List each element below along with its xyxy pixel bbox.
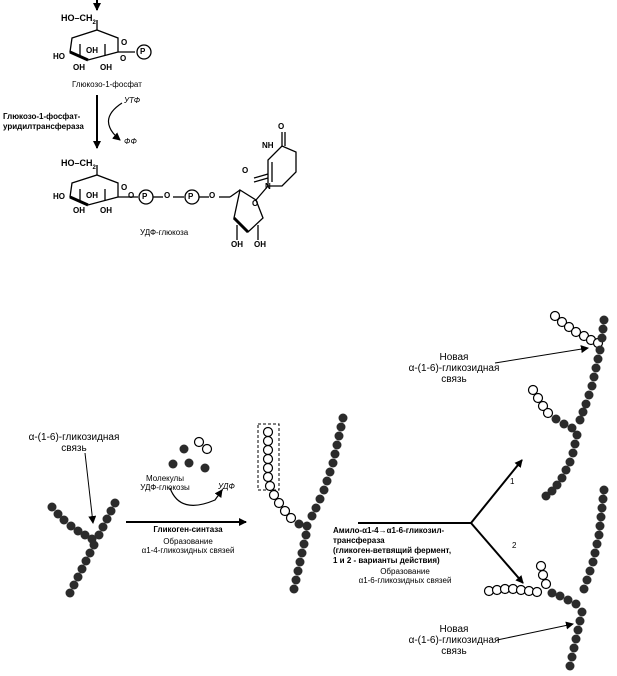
glucose-1-phosphate-structure bbox=[69, 20, 152, 62]
caption-glucose-1-phosphate: Глюкозо-1-фосфат bbox=[72, 80, 142, 89]
udp-label: УДФ bbox=[218, 482, 235, 491]
uracil-n-label: N bbox=[265, 182, 271, 191]
ring-o-label-1: O bbox=[121, 38, 128, 47]
new-bond-pointer-2 bbox=[496, 621, 574, 641]
enzyme-name-line2: уридилтрансфераза bbox=[3, 122, 84, 131]
udp-glucose-molecules-label: Молекулы УДФ-глюкозы bbox=[140, 474, 190, 492]
uracil-o-top: O bbox=[278, 122, 285, 131]
o-link-label-3: O bbox=[164, 191, 171, 200]
oh-label-2c: OH bbox=[100, 206, 112, 215]
uracil-nh-label: NH bbox=[262, 141, 274, 150]
oh-label-ribose-a: OH bbox=[231, 240, 243, 249]
glycogen-synthase-desc: Образование α1-4-гликозидных связей bbox=[141, 537, 235, 555]
new-alpha16-bond-label-1: Новая α-(1-6)-гликозидная связь bbox=[408, 352, 500, 385]
ring-o-label-2: O bbox=[121, 183, 128, 192]
ho-ch2-label-1: HO–CH2 bbox=[61, 13, 96, 26]
branching-arrow-path2 bbox=[470, 522, 524, 584]
udp-glucose-structure bbox=[69, 132, 297, 240]
phosphate-label-2b: P bbox=[188, 192, 194, 201]
o-link-label-2: O bbox=[128, 191, 135, 200]
caption-udp-glucose: УДФ-глюкоза bbox=[140, 228, 189, 237]
new-alpha16-bond-label-2: Новая α-(1-6)-гликозидная связь bbox=[408, 624, 500, 657]
alpha16-pointer-left bbox=[84, 452, 97, 524]
utp-ff-arrow bbox=[107, 102, 123, 141]
oh-label-1b: OH bbox=[73, 63, 85, 72]
branched-glycogen-variant-1 bbox=[527, 310, 609, 501]
oh-label-1c: OH bbox=[100, 63, 112, 72]
ho-label-2: HO bbox=[53, 192, 65, 201]
phosphate-label-2a: P bbox=[142, 192, 148, 201]
o-link-label-4: O bbox=[209, 191, 216, 200]
oh-label-ribose-b: OH bbox=[254, 240, 266, 249]
ho-label-1: HO bbox=[53, 52, 65, 61]
ho-ch2-label-2: HO–CH2 bbox=[61, 158, 96, 171]
branched-glycogen-variant-2 bbox=[483, 485, 609, 671]
branching-arrow-path1 bbox=[470, 459, 523, 524]
o-link-label-1: O bbox=[120, 54, 127, 63]
branching-enzyme-label: Амило-α1-4→α1-6-гликозил- трансфераза (г… bbox=[333, 526, 452, 565]
udp-glucose-molecules bbox=[168, 436, 213, 473]
ribose-o-label: O bbox=[252, 199, 259, 208]
ff-label: ФФ bbox=[124, 137, 137, 146]
glycogen-synthase-label: Гликоген-синтаза bbox=[153, 525, 223, 534]
oh-label-2b: OH bbox=[73, 206, 85, 215]
path-1-label: 1 bbox=[510, 477, 515, 486]
path-2-label: 2 bbox=[512, 541, 517, 550]
elongated-glycogen-chain bbox=[257, 413, 348, 594]
enzyme-name-line1: Глюкозо-1-фосфат- bbox=[3, 112, 81, 121]
new-bond-pointer-1 bbox=[494, 345, 589, 364]
primer-glycogen-chain bbox=[47, 498, 120, 598]
alpha16-label-left: α-(1-6)-гликозидная связь bbox=[28, 432, 120, 454]
oh-label-1a: OH bbox=[86, 46, 98, 55]
udp-release-arrow bbox=[169, 487, 223, 506]
uracil-o-left: O bbox=[242, 166, 249, 175]
phosphate-label-1: P bbox=[140, 47, 146, 56]
oh-label-2a: OH bbox=[86, 191, 98, 200]
branching-enzyme-desc: Образование α1-6-гликозидных связей bbox=[358, 567, 452, 585]
utp-label: УТФ bbox=[124, 96, 141, 105]
